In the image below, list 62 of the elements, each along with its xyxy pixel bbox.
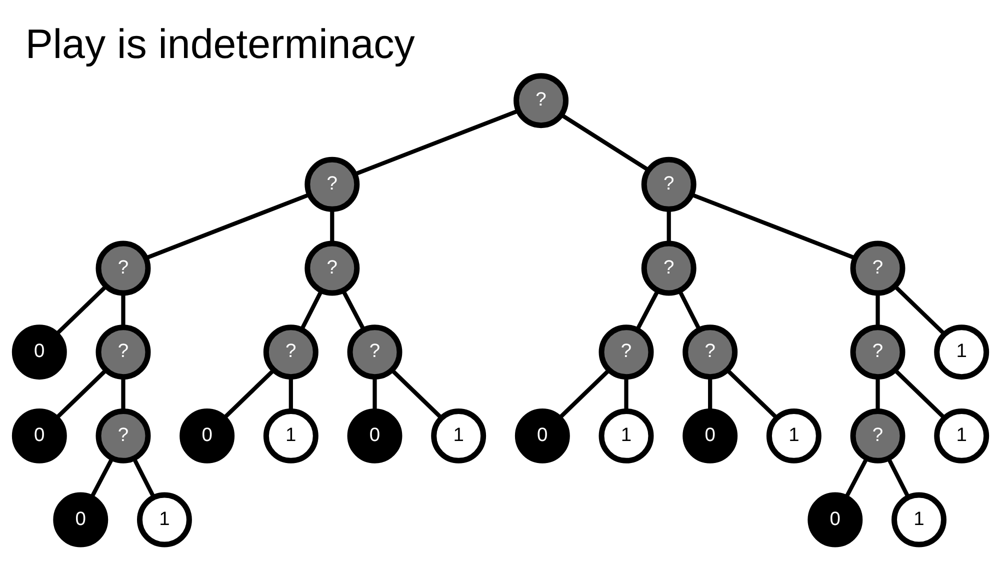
node-circle: ? xyxy=(95,240,150,296)
node-circle: 0 xyxy=(346,408,402,463)
node-circle: ? xyxy=(95,324,150,380)
node-circle: 0 xyxy=(11,408,66,463)
connector xyxy=(372,376,376,410)
connector xyxy=(144,192,310,260)
connector xyxy=(893,284,946,335)
node-circle: 1 xyxy=(766,408,821,463)
connector xyxy=(635,289,660,330)
connector xyxy=(893,368,946,419)
node-circle: 1 xyxy=(934,324,989,380)
node-circle: ? xyxy=(850,240,905,296)
node-circle: ? xyxy=(304,240,360,296)
connector xyxy=(708,376,712,410)
connector xyxy=(54,284,107,335)
connector xyxy=(354,108,519,176)
node-circle: 1 xyxy=(598,408,654,463)
connector xyxy=(222,368,274,419)
node-circle: ? xyxy=(262,324,318,380)
diagram-title: Play is indeterminacy xyxy=(24,20,414,66)
node-circle: ? xyxy=(95,408,150,463)
node-circle: ? xyxy=(598,324,654,380)
node-circle: 1 xyxy=(262,408,318,463)
connector xyxy=(560,112,649,172)
node-circle: 0 xyxy=(682,408,738,463)
connector xyxy=(288,376,292,410)
connector xyxy=(390,368,442,419)
node-circle: 0 xyxy=(514,408,570,463)
node-circle: 1 xyxy=(891,492,946,547)
connector xyxy=(677,290,701,330)
connector xyxy=(340,289,365,330)
connector xyxy=(886,457,910,498)
connector xyxy=(558,368,610,419)
connector xyxy=(330,208,334,243)
node-circle: ? xyxy=(640,240,696,296)
node-circle: ? xyxy=(850,324,905,380)
node-circle: ? xyxy=(682,324,738,380)
node-circle: ? xyxy=(850,408,905,463)
connector xyxy=(89,456,114,498)
node-circle: ? xyxy=(513,72,568,128)
node-circle: ? xyxy=(640,156,696,212)
connector xyxy=(132,457,155,498)
node-circle: 0 xyxy=(52,492,108,547)
node-circle: ? xyxy=(304,156,360,212)
connector xyxy=(624,376,628,410)
node-circle: 0 xyxy=(179,408,234,463)
connector xyxy=(844,456,868,498)
connector xyxy=(875,376,880,410)
node-circle: 1 xyxy=(934,408,989,463)
node-circle: 0 xyxy=(11,324,66,380)
node-circle: 1 xyxy=(136,492,192,547)
node-circle: 1 xyxy=(430,408,486,463)
node-circle: 0 xyxy=(807,492,862,547)
connector xyxy=(299,290,323,330)
connector xyxy=(726,368,778,419)
connector xyxy=(54,368,107,419)
connector xyxy=(690,192,856,260)
connector xyxy=(120,376,125,410)
connector xyxy=(666,208,670,243)
connector xyxy=(875,292,880,327)
connector xyxy=(120,292,125,327)
node-circle: ? xyxy=(346,324,402,380)
